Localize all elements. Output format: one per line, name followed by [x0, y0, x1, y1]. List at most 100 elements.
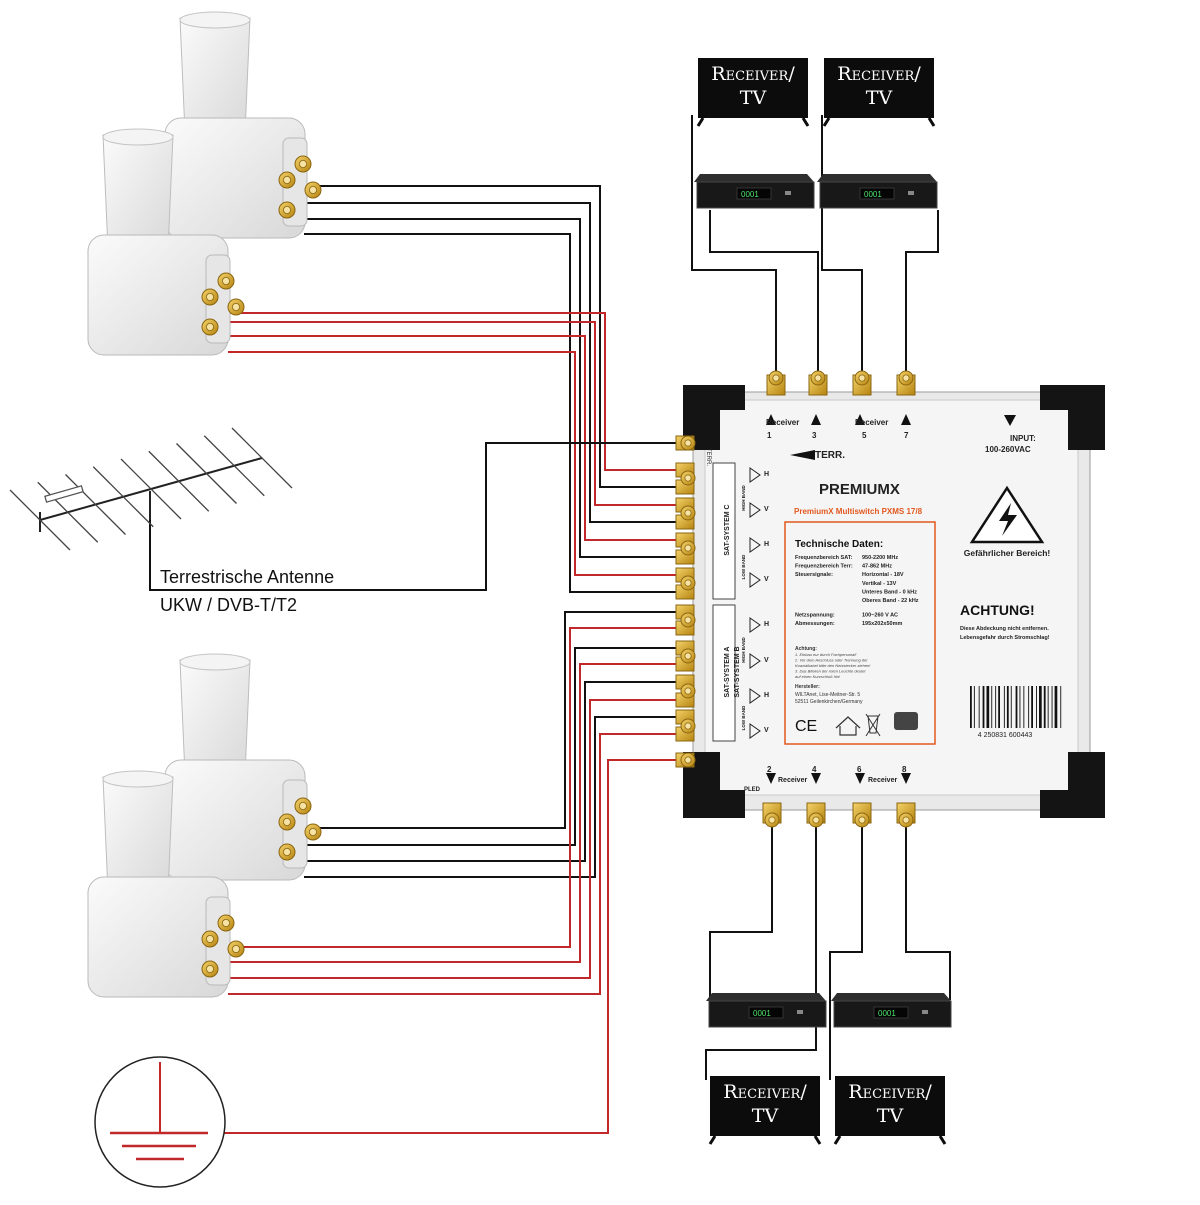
input-connector [680, 435, 696, 451]
note-line: 3. Das Blinken der roten Leuchte deutet [795, 669, 866, 674]
house-icon [835, 716, 861, 736]
down-arrow-icon [811, 773, 821, 784]
input-connector [680, 470, 696, 486]
lnb-connector [304, 181, 322, 199]
lnb-upper-front [87, 128, 245, 356]
port-label-1: 1 [767, 431, 772, 440]
lnb-lower-front [87, 770, 245, 998]
bottom-output-connector [854, 812, 870, 828]
wire-rx3-stb [705, 822, 817, 1080]
lnb-connector [278, 171, 296, 189]
down-arrow-icon [901, 773, 911, 784]
input-connector [680, 718, 696, 734]
wire-terrestrial [149, 442, 680, 591]
tech-value: Vertikal - 13V [862, 581, 897, 587]
corner-bracket-bl [683, 752, 745, 818]
tech-value: Oberes Band - 22 kHz [862, 598, 919, 604]
tech-value: 47-862 MHz [862, 564, 892, 570]
tech-value: Unteres Band - 0 kHz [862, 589, 917, 595]
top-output-connector [898, 370, 914, 386]
weee-bin-icon [865, 713, 881, 737]
manufacturer-line-1: WILTAnet, Lise-Meitner-Str. 5 [795, 692, 860, 698]
lnb-connector [278, 813, 296, 831]
lnb-connector [201, 930, 219, 948]
tech-title: Technische Daten: [795, 539, 883, 550]
receiver-tv-box-4: Receiver/TV [833, 1076, 947, 1145]
set-top-box-4: 0001 [831, 993, 952, 1028]
wire-upper-lnb-red-3 [228, 335, 680, 541]
bottom-output-connector [898, 812, 914, 828]
tech-key: Netzspannung: [795, 613, 835, 619]
wire-lower-lnb-red-3 [228, 699, 680, 979]
wire-rx1-stb [709, 210, 819, 375]
rx-label-top-right: Receiver [855, 418, 888, 427]
rx-label-bottom-left: Receiver [778, 777, 807, 784]
h-mark: H [764, 471, 769, 478]
port-label-5: 5 [862, 431, 867, 440]
h-mark: H [764, 541, 769, 548]
tv-label-line1: Receiver/ [848, 1081, 932, 1103]
h-mark: H [764, 621, 769, 628]
hersteller-label: Hersteller: [795, 684, 820, 690]
up-arrow-icon [901, 414, 911, 425]
input-value: 100-260VAC [985, 445, 1031, 454]
terrestrial-antenna-icon [9, 427, 293, 551]
tech-value: Horizontal - 18V [862, 572, 904, 578]
port-label-7: 7 [904, 431, 909, 440]
corner-bracket-tl [683, 385, 745, 450]
pled-label: PLED [744, 787, 761, 793]
wire-upper-lnb-red-1 [228, 312, 680, 471]
barcode [970, 686, 1062, 728]
high-band-label: HIGH BAND [741, 637, 746, 663]
tech-key: Frequenzbereich SAT: [795, 555, 853, 561]
sat-system-c-label: SAT-SYSTEM C [724, 504, 731, 555]
lnb-connector [217, 272, 235, 290]
terr-arrow-icon [790, 450, 815, 460]
lnb-connector [217, 914, 235, 932]
low-band-label: LOW BAND [741, 554, 746, 579]
set-top-box-1: 0001 [694, 174, 815, 209]
up-arrow-icon [766, 414, 776, 425]
port-label-3: 3 [812, 431, 817, 440]
low-band-label: LOW BAND [741, 705, 746, 730]
lnb-connector [278, 843, 296, 861]
set-top-box-2: 0001 [817, 174, 938, 209]
tech-key: Frequenzbereich Terr: [795, 564, 853, 570]
brand-logo: PREMIUMX [819, 481, 900, 498]
port-label-2: 2 [767, 765, 772, 774]
wire-rx4-stb [905, 822, 951, 1000]
wire-lower-lnb-black-2 [304, 647, 680, 846]
wire-rx3 [709, 822, 773, 1000]
bottom-output-connector [764, 812, 780, 828]
lnb-connector [294, 797, 312, 815]
wire-lower-lnb-red-4 [228, 733, 680, 995]
top-output-connector [768, 370, 784, 386]
manufacturer-line-2: 52511 Geilenkirchen/Germany [795, 699, 863, 705]
bottom-output-connector [808, 812, 824, 828]
wire-rx1 [691, 115, 777, 375]
achtung-small: Achtung: [795, 646, 817, 652]
ce-mark: CE [795, 718, 817, 735]
tv-label-line1: Receiver/ [723, 1081, 807, 1103]
tv-label-line1: Receiver/ [711, 63, 795, 85]
tech-key: Abmessungen: [795, 621, 835, 627]
port-label-4: 4 [812, 765, 817, 774]
wire-upper-lnb-black-4 [304, 233, 680, 593]
note-line: Koaxialkabel bitte den Netzstecker ziehe… [795, 663, 871, 668]
digital-satellite-badge-icon [894, 712, 918, 730]
down-arrow-icon [855, 773, 865, 784]
svg-text:0001: 0001 [864, 190, 882, 199]
top-output-connector [810, 370, 826, 386]
tv-group: Receiver/TVReceiver/TVReceiver/TVReceive… [696, 58, 947, 1145]
port-label-6: 6 [857, 765, 862, 774]
svg-text:0001: 0001 [741, 190, 759, 199]
tv-label-line2: TV [740, 87, 767, 109]
note-line: 2. Vor dem Anschluss oder Trennung der [794, 658, 868, 663]
rx-label-top-left: Receiver [766, 418, 799, 427]
hazard-text: Gefährlicher Bereich! [964, 548, 1051, 558]
input-connector [680, 683, 696, 699]
note-line: auf einen Kurzschluß hin! [795, 674, 841, 679]
model-label: PremiumX Multiswitch PXMS 17/8 [794, 507, 923, 516]
input-connector [680, 752, 696, 768]
